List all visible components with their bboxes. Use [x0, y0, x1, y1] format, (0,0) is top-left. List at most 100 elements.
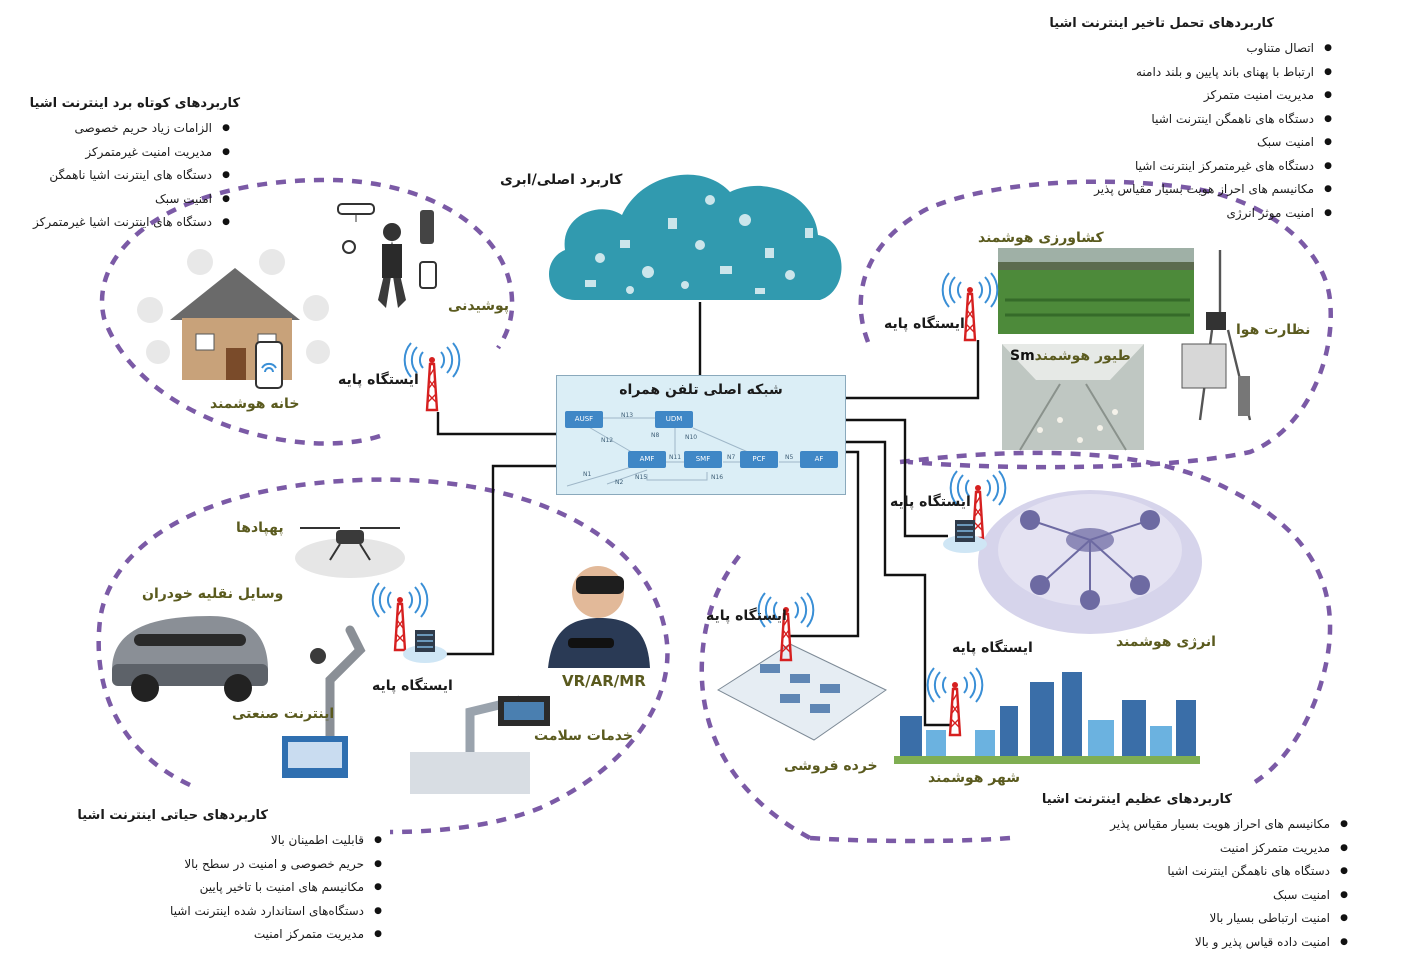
label-energy: انرژی هوشمند [1116, 634, 1216, 650]
label-poultry-text: طیور هوشمند [1034, 348, 1131, 364]
industrial-robot-image [282, 625, 366, 778]
list-item: اتصال متناوب [1049, 37, 1331, 61]
label-smart-home: خانه هوشمند [210, 396, 300, 412]
wearable-image [337, 203, 437, 308]
drone-image [295, 527, 405, 578]
nf-udm: UDM [655, 411, 693, 428]
autonomous-vehicle-image [112, 616, 268, 702]
line-core-city [844, 440, 950, 727]
list-item: مکانیسم های احراز هویت بسیار مقیاس پذیر [1049, 178, 1332, 202]
smart-home-image [137, 249, 330, 389]
list-item: دستگاه های غیرمتمرکز اینترنت اشیا [1049, 155, 1332, 179]
line-core-agri [844, 340, 980, 400]
list-delay-tolerant: کاربردهای تحمل تاخیر اینترنت اشیا اتصال … [1049, 16, 1331, 225]
if-n7: N7 [727, 454, 736, 461]
core-title: شبکه اصلی تلفن همراه [619, 382, 783, 398]
region-outline-delay-tolerant [858, 179, 1333, 470]
label-health: خدمات سلامت [534, 728, 633, 744]
retail-store-image [717, 643, 887, 741]
nf-ausf: AUSF [565, 411, 603, 428]
if-n13: N13 [621, 412, 634, 419]
nf-pcf: PCF [740, 451, 778, 468]
list-item: الزامات زیاد حریم خصوصی [30, 117, 231, 141]
label-poultry: Smطیور هوشمند [1010, 348, 1131, 364]
region-outline-massive [699, 450, 1333, 844]
list-short-range: کاربردهای کوتاه برد اینترنت اشیا الزامات… [30, 96, 240, 235]
list-item: مدیریت امنیت متمرکز [1049, 84, 1332, 108]
list-critical: کاربردهای حیاتی اینترنت اشیا قابلیت اطمی… [77, 808, 381, 947]
if-n1: N1 [583, 471, 592, 478]
list-item: دستگاه های ناهمگن اینترنت اشیا [1042, 860, 1348, 884]
weather-station-image [1181, 250, 1252, 421]
base-station-label-city: ایستگاه پایه [952, 640, 1033, 656]
nf-amf: AMF [628, 451, 666, 468]
server-icon [942, 519, 988, 554]
label-poultry-prefix: Sm [1010, 348, 1035, 364]
healthcare-robot-image [410, 695, 550, 794]
line-core-retail [790, 450, 860, 638]
list-massive: کاربردهای عظیم اینترنت اشیا مکانیسم های … [1041, 792, 1348, 954]
nf-af: AF [800, 451, 838, 468]
cloud-label: کاربرد اصلی/ابری [500, 172, 623, 188]
base-station-label-critical: ایستگاه پایه [372, 678, 453, 694]
if-n2: N2 [615, 479, 624, 486]
label-vehicles: وسایل نقلیه خودران [142, 586, 284, 602]
list-item: امنیت ارتباطی بسیار بالا [1042, 907, 1349, 931]
if-n5: N5 [785, 454, 794, 461]
base-station-label-retail: ایستگاه پایه [706, 608, 787, 624]
label-agriculture: کشاورزی هوشمند [978, 230, 1104, 246]
list-item: امنیت موثر انرژی [1049, 202, 1332, 226]
base-station-label-home: ایستگاه پایه [338, 372, 419, 388]
list-item: دستگاه های اینترنت اشیا غیرمتمرکز [30, 211, 230, 235]
list-item: امنیت سبک [1042, 884, 1348, 908]
list-title: کاربردهای تحمل تاخیر اینترنت اشیا [1049, 16, 1274, 31]
line-core-energy [844, 418, 948, 538]
core-links [566, 417, 801, 487]
label-retail: خرده فروشی [784, 758, 878, 774]
label-wearable: پوشیدنی [448, 298, 510, 314]
list-item: مکانیسم های احراز هویت بسیار مقیاس پذیر [1042, 813, 1348, 837]
list-item: مکانیسم های امنیت با تاخیر پایین [77, 876, 382, 900]
if-n10: N10 [685, 434, 698, 441]
if-n11: N11 [669, 454, 682, 461]
list-item: دستگاه‌های استاندارد شده اینترنت اشیا [77, 900, 382, 924]
base-station-label-agri: ایستگاه پایه [884, 316, 965, 332]
list-title: کاربردهای عظیم اینترنت اشیا [1041, 792, 1232, 807]
poultry-image [1002, 344, 1144, 451]
server-icon [402, 629, 448, 664]
vr-user-image [548, 566, 650, 668]
base-station-label-energy: ایستگاه پایه [890, 494, 971, 510]
if-n12: N12 [601, 437, 614, 444]
smart-city-image [894, 672, 1200, 764]
list-item: امنیت داده قیاس پذیر و بالا [1042, 931, 1348, 955]
list-item: ارتباط با پهنای باند پایین و بلند دامنه [1049, 61, 1332, 85]
list-item: مدیریت متمرکز امنیت [1042, 837, 1348, 861]
list-item: مدیریت متمرکز امنیت [77, 923, 382, 947]
label-industrial: اینترنت صنعتی [232, 706, 335, 722]
if-n8: N8 [651, 432, 660, 439]
label-city: شهر هوشمند [928, 770, 1021, 786]
list-item: دستگاه های اینترنت اشیا ناهمگن [30, 164, 230, 188]
smart-energy-image [978, 490, 1202, 634]
list-title: کاربردهای حیاتی اینترنت اشیا [77, 808, 268, 823]
if-n16: N16 [711, 474, 724, 481]
nf-smf: SMF [684, 451, 722, 468]
mobile-core-network: شبکه اصلی تلفن همراه AUSF UDM AMF SMF PC… [556, 375, 846, 495]
list-title: کاربردهای کوتاه برد اینترنت اشیا [29, 96, 240, 111]
list-item: امنیت سبک [30, 188, 230, 212]
line-core-critical [418, 464, 556, 656]
line-core-home [436, 412, 556, 436]
agriculture-image [998, 248, 1194, 334]
list-item: حریم خصوصی و امنیت در سطح بالا [77, 853, 381, 877]
cloud-icon [548, 174, 842, 300]
connections [418, 302, 980, 727]
region-outline-critical [96, 477, 670, 835]
label-weather: نظارت هوا [1236, 322, 1311, 338]
list-item: امنیت سبک [1049, 131, 1332, 155]
list-item: مدیریت امنیت غیرمتمرکز [30, 141, 230, 165]
label-vr: VR/AR/MR [562, 672, 646, 690]
list-item: دستگاه های ناهمگن اینترنت اشیا [1049, 108, 1331, 132]
label-drones: پهپادها [236, 520, 284, 536]
